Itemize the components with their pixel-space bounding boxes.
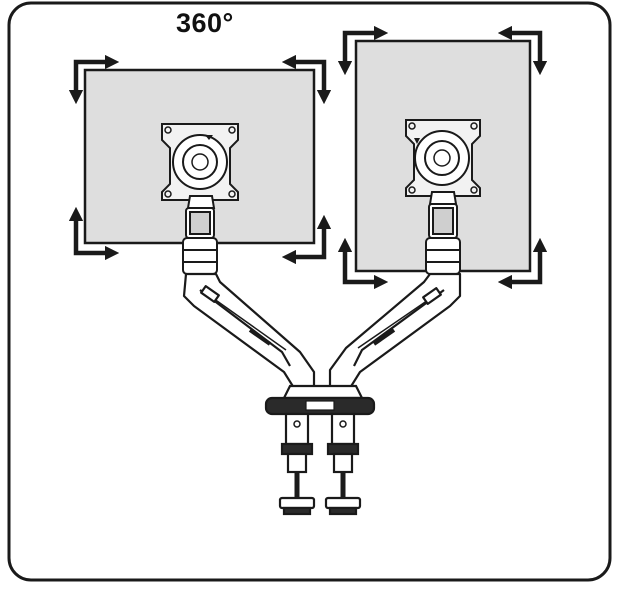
left-tilt-joint (182, 195, 218, 275)
desk-clamp-left (278, 442, 316, 516)
right-arm (328, 272, 462, 390)
left-vesa-plate-icon (161, 123, 239, 201)
desk-clamp-right (324, 442, 362, 516)
right-monitor-rotation-arrows-icon (337, 25, 548, 290)
left-monitor (68, 54, 332, 275)
right-monitor (337, 25, 548, 290)
rotation-label: 360° (176, 8, 234, 38)
mount-base (264, 384, 376, 446)
left-monitor-rotation-arrows-icon (68, 54, 332, 265)
right-vesa-plate-icon (405, 119, 481, 197)
right-tilt-joint (425, 191, 461, 275)
